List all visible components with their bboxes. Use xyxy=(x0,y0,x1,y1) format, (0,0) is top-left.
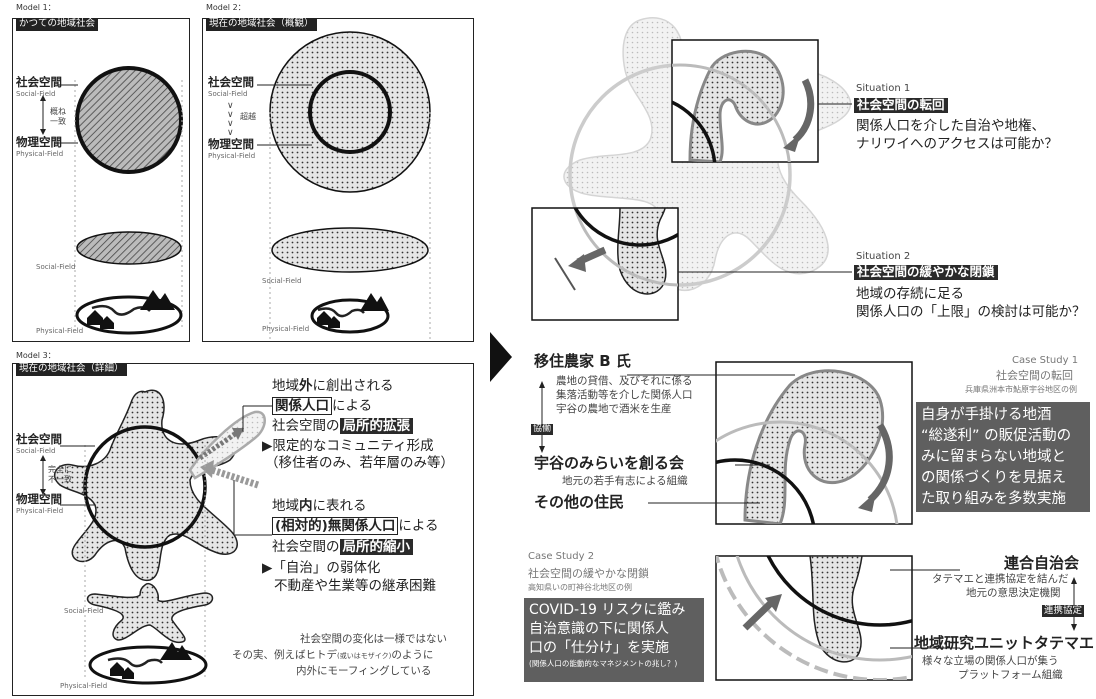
case1-farmer-d3: 宇谷の農地で酒米を生産 xyxy=(556,403,672,415)
situation2-tag: Situation 2 xyxy=(856,251,911,262)
situation1-line1: 関係人口を介した自治や地権、 xyxy=(856,118,1045,134)
case2-title: 社会空間の緩やかな閉鎖 xyxy=(528,567,649,580)
case2-union-d1: タテマエと連携協定を結んだ xyxy=(932,573,1069,585)
case2-unit-d2: プラットフォーム組織 xyxy=(958,669,1063,681)
situation1-line2: ナリワイへのアクセスは可能か？ xyxy=(856,136,1058,152)
model1-title: かつての地域社会 xyxy=(16,18,99,31)
situation1-box-figure xyxy=(671,39,852,163)
situation2-box-figure xyxy=(531,207,852,321)
model1-tag: Model 1： xyxy=(16,3,56,12)
model3-figure xyxy=(40,389,272,685)
case2-unit: 地域研究ユニットタテマエ xyxy=(914,634,1095,652)
model3-int-line4: ▶「自治」の弱体化 xyxy=(262,560,381,576)
case2-gray-box: COVID-19 リスクに鑑み 自治意識の下に関係人 口の「仕分け」を実施 (関… xyxy=(524,598,704,682)
model3-tag: Model 3： xyxy=(16,351,56,360)
case1-farmer-d2: 集落活動等を介した関係人口 xyxy=(556,389,693,401)
model2-social-space: 社会空間 xyxy=(208,75,254,89)
case1-box-figure xyxy=(539,361,913,525)
model2-tag: Model 2： xyxy=(206,3,246,12)
situation1-title: 社会空間の転回 xyxy=(854,98,948,113)
case2-union-d2: 地元の意思決定機関 xyxy=(966,587,1061,599)
case2-box-figure xyxy=(715,555,1077,681)
model3-note-1: 社会空間の変化は一様ではない xyxy=(300,633,447,645)
case1-title: 社会空間の転回 xyxy=(996,369,1073,382)
model2-physical-space: 物理空間 xyxy=(208,137,254,151)
case2-unit-d1: 様々な立場の関係人口が集う xyxy=(922,655,1059,667)
model3-ext-line1: 地域外に創出される xyxy=(272,378,394,394)
svg-text:∨: ∨ xyxy=(227,119,234,129)
situation2-title: 社会空間の緩やかな閉鎖 xyxy=(854,265,998,280)
model3-title: 現在の地域社会（詳細） xyxy=(16,363,127,376)
model3-ext-line2: 関係人口による xyxy=(272,397,372,415)
case1-farmer-d1: 農地の貸借、及びそれに係る xyxy=(556,375,693,387)
model3-int-line1: 地域内に表れる xyxy=(272,498,367,514)
model2-physical-field: Physical-Field xyxy=(208,152,256,160)
model1-physical-space: 物理空間 xyxy=(16,135,62,149)
model3-physical-field: Physical-Field xyxy=(16,507,64,515)
svg-text:∨: ∨ xyxy=(227,110,234,120)
case2-union: 連合自治会 xyxy=(1004,554,1080,572)
case1-place: 兵庫県洲本市鮎原宇谷地区の例 xyxy=(965,385,1077,394)
model3-ext-line3: 社会空間の局所的拡張 xyxy=(272,418,413,434)
model3-note-3: 内外にモーフィングしている xyxy=(296,665,432,677)
model3-int-line2: (相対的)無関係人口による xyxy=(272,517,438,535)
model1-panel xyxy=(12,18,190,342)
model3-int-line3: 社会空間の局所的縮小 xyxy=(272,539,413,555)
model1-ellipse-social: Social-Field xyxy=(36,263,76,271)
case1-tag: Case Study 1 xyxy=(1012,355,1079,366)
case2-tag: Case Study 2 xyxy=(528,551,595,562)
model1-social-space: 社会空間 xyxy=(16,75,62,89)
model3-int-line5: 不動産や生業等の継承困難 xyxy=(274,578,436,594)
model3-social-space: 社会空間 xyxy=(16,432,62,446)
situation2-line2: 関係人口の「上限」の検討は可能か？ xyxy=(856,304,1086,320)
case1-assoc-d: 地元の若手有志による組織 xyxy=(562,475,688,487)
situation2-line1: 地域の存続に足る xyxy=(856,286,964,302)
model3-kanzen: 完全に xyxy=(48,465,72,474)
model3-lower-social-field: Social-Field xyxy=(64,607,104,615)
model3-panel xyxy=(12,363,474,696)
model2-title: 現在の地域社会（概観） xyxy=(206,18,317,31)
model1-itchi: 一致 xyxy=(50,117,66,126)
case2-place: 高知県いの町神谷北地区の例 xyxy=(528,583,632,592)
model3-physical-space: 物理空間 xyxy=(16,492,62,506)
svg-text:∨: ∨ xyxy=(227,101,234,111)
transition-arrow xyxy=(490,332,512,382)
model2-ellipse-physical: Physical-Field xyxy=(262,325,310,333)
case1-others: その他の住民 xyxy=(534,493,625,511)
model3-ext-line4: ▶限定的なコミュニティ形成 xyxy=(262,438,434,454)
case1-farmer: 移住農家 B 氏 xyxy=(534,352,631,370)
model2-chouetsu: 超越 xyxy=(240,112,256,121)
model3-lower-physical-field: Physical-Field xyxy=(60,682,108,690)
model1-ellipse-physical: Physical-Field xyxy=(36,327,84,335)
case1-assoc: 宇谷のみらいを創る会 xyxy=(534,454,685,472)
case2-renkei: 連携協定 xyxy=(1042,605,1085,617)
case1-gray-box: 自身が手掛ける地酒 “総遂利” の販促活動の みに留まらない地域と の関係づくり… xyxy=(916,402,1090,512)
svg-text:∨: ∨ xyxy=(227,128,234,138)
model1-social-field: Social-Field xyxy=(16,90,56,98)
model3-ext-line5: （移住者のみ、若年層のみ等） xyxy=(265,455,454,471)
model3-fuicchi: 不一致 xyxy=(48,475,72,484)
case1-kyodo: 協働 xyxy=(531,424,554,435)
situation1-tag: Situation 1 xyxy=(856,83,911,94)
model3-note-2: その実、例えばヒトデ(或いはモザイク)のように xyxy=(232,649,434,661)
model2-figure: ∨ ∨ ∨ ∨ xyxy=(227,31,431,340)
model1-physical-field: Physical-Field xyxy=(16,150,64,158)
model1-gainen: 概ね xyxy=(50,107,66,116)
model3-social-field: Social-Field xyxy=(16,447,56,455)
model2-panel xyxy=(202,18,474,342)
model1-figure xyxy=(40,66,183,335)
model2-social-field: Social-Field xyxy=(208,90,248,98)
model2-ellipse-social: Social-Field xyxy=(262,277,302,285)
